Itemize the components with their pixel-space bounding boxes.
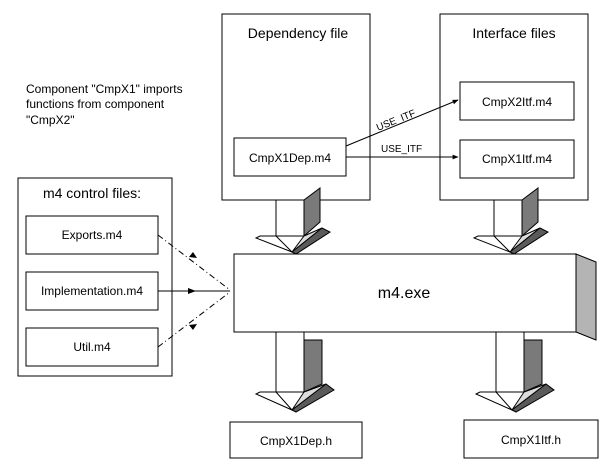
file-cmpx1itf-m4-label: CmpX1Itf.m4 (482, 152, 552, 166)
file-cmpx1itf-m4: CmpX1Itf.m4 (459, 139, 575, 179)
arrow-m4-to-dep-h (254, 331, 335, 413)
control-file-connectors (157, 234, 231, 348)
util-connector (157, 291, 231, 348)
file-exports-m4: Exports.m4 (25, 215, 159, 255)
file-cmpx2itf-m4-label: CmpX2Itf.m4 (482, 95, 552, 109)
exports-arrowhead (189, 252, 197, 258)
file-cmpx2itf-m4: CmpX2Itf.m4 (459, 81, 575, 121)
implementation-arrowhead (188, 288, 196, 294)
arrow-m4-to-itf-h (474, 331, 555, 413)
import-note-line-1: Component "CmpX1" imports (26, 82, 183, 96)
import-note-line-3: "CmpX2" (26, 113, 75, 127)
output-cmpx1dep-h-label: CmpX1Dep.h (260, 434, 332, 448)
util-arrowhead (189, 324, 197, 330)
file-util-m4: Util.m4 (25, 327, 159, 367)
m4-exe-processor: m4.exe (233, 253, 597, 341)
use-itf-lower-label: USE_ITF (381, 144, 422, 155)
output-cmpx1itf-h: CmpX1Itf.h (463, 419, 599, 459)
interface-files-title: Interface files (472, 25, 555, 41)
output-cmpx1itf-h-label: CmpX1Itf.h (501, 433, 561, 447)
import-note: Component "CmpX1" imports functions from… (26, 82, 183, 127)
import-note-line-2: functions from component (26, 97, 165, 111)
use-itf-upper-line (345, 99, 459, 147)
m4-control-files-title: m4 control files: (43, 185, 141, 201)
file-cmpx1dep-m4: CmpX1Dep.m4 (233, 137, 347, 177)
file-exports-m4-label: Exports.m4 (62, 228, 123, 242)
use-itf-upper-label: USE_ITF (375, 108, 417, 134)
file-cmpx1dep-m4-label: CmpX1Dep.m4 (249, 151, 331, 165)
arrow-dependency-to-m4 (254, 187, 332, 255)
output-cmpx1dep-h: CmpX1Dep.h (229, 421, 363, 459)
dependency-file-title: Dependency file (248, 25, 349, 41)
arrow-interface-to-m4 (472, 187, 550, 255)
m4-exe-label: m4.exe (378, 285, 431, 302)
file-implementation-m4-label: Implementation.m4 (41, 284, 143, 298)
file-util-m4-label: Util.m4 (73, 340, 111, 354)
exports-connector (157, 234, 231, 291)
file-implementation-m4: Implementation.m4 (25, 271, 159, 311)
